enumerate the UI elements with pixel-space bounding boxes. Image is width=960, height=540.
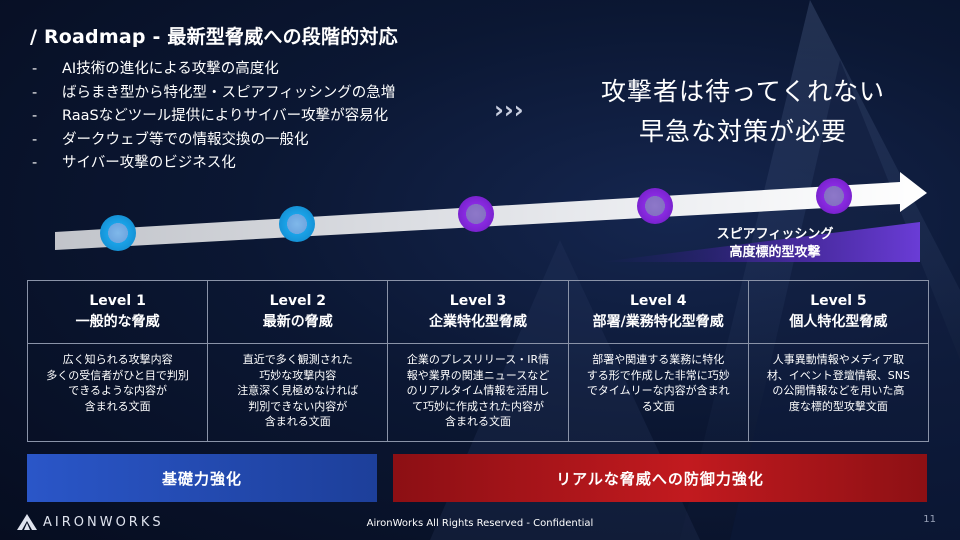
trend-item: RaaSなどツール提供によりサイバー攻撃が容易化 bbox=[32, 105, 395, 129]
desc-line: 判別できない内容が bbox=[248, 399, 348, 413]
level-number: Level 2 bbox=[269, 293, 327, 309]
level-name: 最新の脅威 bbox=[262, 314, 333, 330]
level-column: Level 4 部署/業務特化型脅威 部署や関連する業務に特化 する形で作成した… bbox=[568, 281, 749, 441]
level-4-node bbox=[637, 188, 673, 224]
desc-line: 報や業界の関連ニュースなど bbox=[406, 368, 550, 382]
level-header: Level 5 個人特化型脅威 bbox=[748, 281, 929, 344]
arrow-label-line: スピアフィッシング bbox=[716, 227, 834, 242]
level-3-node bbox=[458, 196, 494, 232]
desc-line: 企業のプレスリリース・IR情 bbox=[406, 353, 550, 366]
desc-line: する形で作成した非常に巧妙 bbox=[586, 368, 730, 382]
desc-line: 注意深く見極めなければ bbox=[237, 384, 359, 397]
arrow-label-line: 高度標的型攻撃 bbox=[729, 245, 821, 260]
level-description: 広く知られる攻撃内容 多くの受信者がひと目で判別 できるような内容が 含まれる文… bbox=[28, 344, 207, 441]
level-number: Level 1 bbox=[89, 293, 146, 309]
trend-item: AI技術の進化による攻撃の高度化 bbox=[32, 58, 395, 82]
footer-text: AironWorks All Rights Reserved - Confide… bbox=[366, 518, 594, 529]
trend-list: AI技術の進化による攻撃の高度化 ばらまき型から特化型・スピアフィッシングの急増… bbox=[32, 58, 395, 176]
level-column: Level 2 最新の脅威 直近で多く観測された 巧妙な攻撃内容 注意深く見極め… bbox=[208, 281, 389, 441]
desc-line: の公開情報などを用いた高 bbox=[772, 384, 905, 397]
level-number: Level 4 bbox=[629, 293, 687, 309]
level-1-node bbox=[100, 215, 136, 251]
levels-table: Level 1 一般的な脅威 広く知られる攻撃内容 多くの受信者がひと目で判別 … bbox=[27, 280, 929, 442]
headline-line: 攻撃者は待ってくれない bbox=[600, 77, 885, 106]
level-header: Level 2 最新の脅威 bbox=[208, 281, 388, 344]
level-number: Level 5 bbox=[810, 293, 867, 309]
level-header: Level 3 企業特化型脅威 bbox=[388, 281, 568, 344]
slide-title: / Roadmap - 最新型脅威への段階的対応 bbox=[30, 26, 398, 48]
level-name: 企業特化型脅威 bbox=[429, 314, 527, 330]
trend-item: ダークウェブ等での情報交換の一般化 bbox=[32, 129, 395, 153]
trend-item: ばらまき型から特化型・スピアフィッシングの急増 bbox=[32, 82, 395, 106]
desc-line: でタイムリーな内容が含まれ bbox=[586, 384, 730, 397]
headline: 攻撃者は待ってくれない 早急な対策が必要 bbox=[578, 72, 908, 152]
desc-line: 巧妙な攻撃内容 bbox=[259, 368, 337, 382]
desc-line: る文面 bbox=[641, 399, 675, 413]
logo-text: AIRONWORKS bbox=[43, 514, 164, 530]
aironworks-logo-icon bbox=[17, 514, 37, 530]
desc-line: 度な標的型攻撃文面 bbox=[788, 399, 888, 413]
desc-line: 多くの受信者がひと目で判別 bbox=[46, 368, 189, 382]
level-description: 部署や関連する業務に特化 する形で作成した非常に巧妙 でタイムリーな内容が含まれ… bbox=[569, 344, 748, 441]
level-name: 一般的な脅威 bbox=[75, 314, 160, 330]
desc-line: 人事異動情報やメディア取 bbox=[772, 353, 905, 366]
desc-line: 含まれる文面 bbox=[445, 415, 511, 428]
desc-line: 広く知られる攻撃内容 bbox=[62, 353, 173, 366]
level-header: Level 4 部署/業務特化型脅威 bbox=[568, 281, 748, 344]
foundation-bar: 基礎力強化 bbox=[27, 454, 377, 502]
level-column: Level 1 一般的な脅威 広く知られる攻撃内容 多くの受信者がひと目で判別 … bbox=[28, 281, 209, 441]
level-name: 個人特化型脅威 bbox=[789, 314, 888, 330]
desc-line: 含まれる文面 bbox=[84, 399, 151, 413]
level-header: Level 1 一般的な脅威 bbox=[28, 281, 208, 344]
trend-item: サイバー攻撃のビジネス化 bbox=[32, 152, 395, 176]
page-number: 11 bbox=[923, 514, 936, 525]
defense-bar: リアルな脅威への防御力強化 bbox=[393, 454, 927, 502]
desc-line: て巧妙に作成された内容が bbox=[412, 399, 544, 413]
level-description: 人事異動情報やメディア取 材、イベント登壇情報、SNS の公開情報などを用いた高… bbox=[749, 344, 928, 441]
level-description: 企業のプレスリリース・IR情 報や業界の関連ニュースなど のリアルタイム情報を活… bbox=[388, 344, 567, 441]
headline-line: 早急な対策が必要 bbox=[638, 117, 847, 146]
company-logo: AIRONWORKS bbox=[17, 514, 164, 530]
desc-line: 含まれる文面 bbox=[264, 415, 331, 428]
desc-line: 部署や関連する業務に特化 bbox=[592, 353, 725, 366]
level-5-node bbox=[816, 178, 852, 214]
desc-line: できるような内容が bbox=[68, 384, 167, 397]
level-column: Level 5 個人特化型脅威 人事異動情報やメディア取 材、イベント登壇情報、… bbox=[748, 281, 929, 441]
desc-line: のリアルタイム情報を活用し bbox=[406, 384, 550, 397]
level-column: Level 3 企業特化型脅威 企業のプレスリリース・IR情 報や業界の関連ニュ… bbox=[388, 281, 569, 441]
arrow-label: スピアフィッシング 高度標的型攻撃 bbox=[690, 226, 860, 262]
desc-line: 直近で多く観測された bbox=[242, 353, 353, 366]
level-number: Level 3 bbox=[449, 293, 507, 309]
level-name: 部署/業務特化型脅威 bbox=[592, 314, 724, 330]
level-2-node bbox=[279, 206, 315, 242]
desc-line: 材、イベント登壇情報、SNS bbox=[766, 368, 911, 382]
level-description: 直近で多く観測された 巧妙な攻撃内容 注意深く見極めなければ 判別できない内容が… bbox=[208, 344, 387, 441]
chevron-right-icon: ››› bbox=[494, 96, 524, 124]
